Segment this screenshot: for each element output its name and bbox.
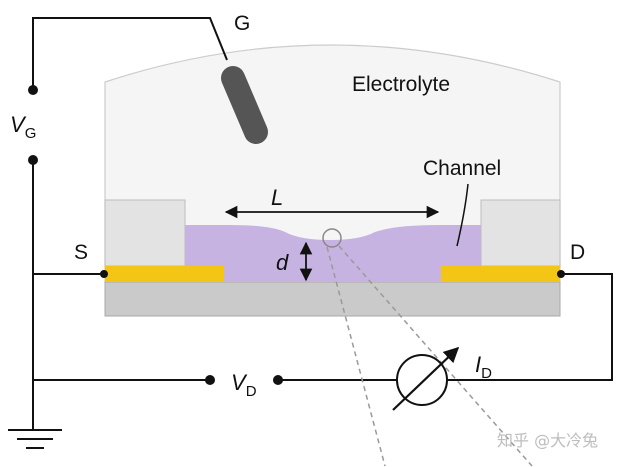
source-electrode bbox=[105, 266, 224, 282]
gate-terminal-bottom bbox=[28, 155, 38, 165]
drain-label: D bbox=[570, 241, 585, 264]
zoom-circle bbox=[322, 228, 342, 248]
ground-symbol bbox=[8, 429, 62, 449]
thickness-label: d bbox=[276, 250, 289, 275]
drain-voltage-label: VD bbox=[231, 370, 257, 400]
gate-label: G bbox=[234, 12, 250, 35]
source-contact-dot bbox=[100, 270, 108, 278]
drain-contact-dot bbox=[557, 270, 565, 278]
drain-voltage-terminal-right bbox=[273, 375, 283, 385]
substrate bbox=[104, 281, 561, 317]
gate-probe bbox=[221, 66, 268, 144]
dashed-projection-lines bbox=[326, 245, 533, 467]
drain-electrode bbox=[441, 266, 560, 282]
gate-voltage-label: VG bbox=[10, 112, 36, 142]
ammeter bbox=[392, 346, 460, 411]
channel-pointer-line bbox=[456, 183, 469, 247]
drain-current-label: ID bbox=[475, 352, 492, 382]
channel-layer bbox=[185, 225, 481, 282]
length-label: L bbox=[271, 185, 283, 210]
gate-terminal-top bbox=[28, 85, 38, 95]
watermark: 知乎 @大冷兔 bbox=[497, 431, 598, 450]
electrolyte-region bbox=[104, 44, 561, 283]
right-side-block bbox=[480, 199, 561, 267]
drain-voltage-terminal-left bbox=[205, 375, 215, 385]
source-label: S bbox=[74, 241, 88, 264]
left-side-block bbox=[104, 199, 186, 267]
channel-label: Channel bbox=[423, 157, 501, 180]
electrolyte-label: Electrolyte bbox=[352, 73, 450, 96]
circuit-wires bbox=[32, 17, 613, 430]
